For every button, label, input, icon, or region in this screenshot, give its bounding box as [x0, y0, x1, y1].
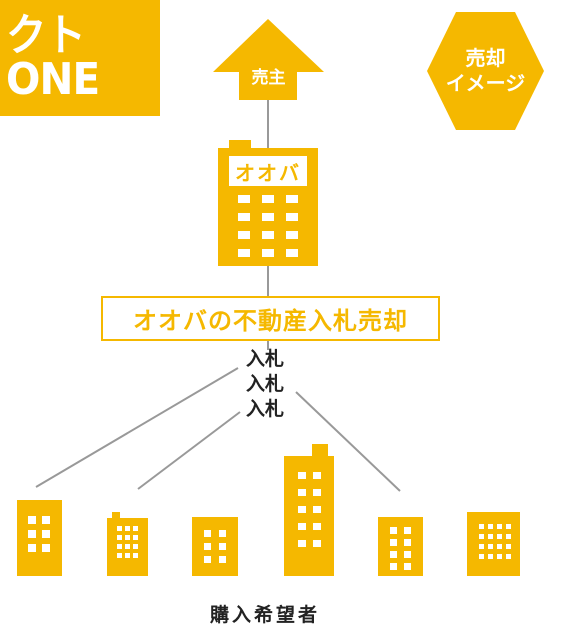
- auction-banner: オオバの不動産入札売却: [101, 296, 440, 341]
- main-building-label: オオバ: [229, 156, 307, 186]
- badge-line-1: 売却: [465, 46, 506, 70]
- bid-line-3: [295, 391, 401, 492]
- logo-text: クトONE: [6, 10, 100, 105]
- buyers-label: 購入希望者: [209, 604, 320, 626]
- buyer-building-6: [467, 512, 520, 576]
- badge: 売却 イメージ: [427, 12, 544, 130]
- buyer-building-3: [192, 517, 238, 576]
- bid-line-2: [137, 411, 241, 490]
- badge-text: 売却 イメージ: [427, 12, 544, 130]
- auction-banner-text: オオバの不動産入札売却: [133, 306, 408, 335]
- seller-arrow: [213, 19, 324, 100]
- bid-label-1: 入札: [245, 348, 284, 370]
- logo: クトONE: [0, 0, 160, 116]
- badge-line-2: イメージ: [445, 71, 526, 95]
- badge-hexagon: [427, 12, 544, 130]
- bid-label-3: 入札: [245, 398, 284, 420]
- buyer-building-1: [17, 500, 62, 576]
- buyer-building-5: [378, 517, 423, 576]
- buyer-building-4: [284, 444, 334, 576]
- seller-node: 売主: [213, 19, 324, 100]
- bid-line-1: [35, 367, 239, 488]
- bid-label-2: 入札: [245, 373, 284, 395]
- buyer-building-2: [107, 512, 148, 576]
- seller-label: 売主: [251, 68, 286, 88]
